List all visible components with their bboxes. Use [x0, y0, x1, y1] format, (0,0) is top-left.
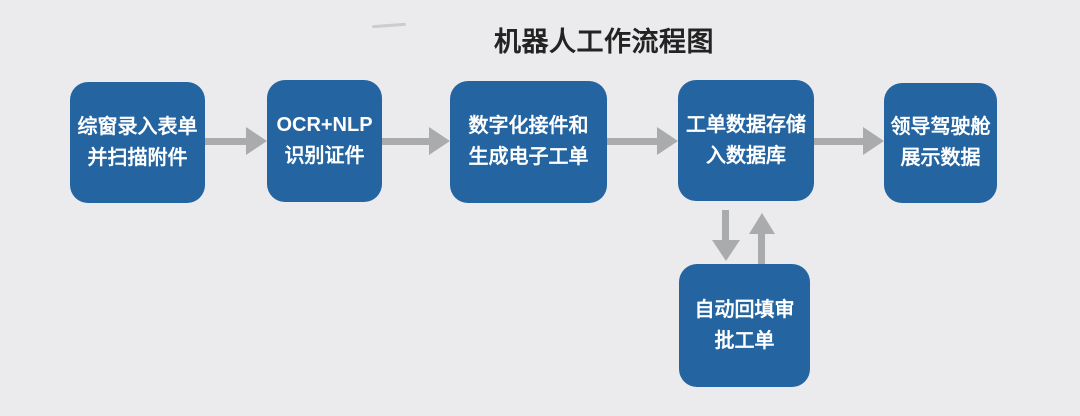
flow-node-auto-backfill: 自动回填审 批工单 [679, 264, 810, 387]
page-title: 机器人工作流程图 [494, 27, 714, 57]
arrow-head [712, 240, 740, 261]
flow-node-label-line: 入数据库 [706, 144, 786, 167]
arrow-shaft [814, 138, 864, 145]
flow-node-dashboard-display: 领导驾驶舱 展示数据 [884, 83, 997, 203]
flow-node-label-line: 自动回填审 [694, 298, 795, 321]
flow-node-label-line: 领导驾驶舱 [890, 116, 991, 138]
flow-node-label-line: 数字化接件和 [468, 115, 589, 137]
arrow-shaft [722, 210, 729, 241]
arrow-shaft [758, 233, 765, 264]
arrow-shaft [205, 138, 247, 145]
arrow-head [246, 127, 267, 155]
faint-smudge-mark [371, 22, 407, 29]
arrow-shaft [607, 138, 658, 145]
arrow-head [863, 127, 884, 155]
flow-node-label-line: 并扫描附件 [87, 146, 188, 169]
flow-node-label-line: OCR+NLP [276, 114, 373, 136]
flow-node-label-line: 展示数据 [900, 147, 981, 169]
arrow-shaft [382, 138, 430, 145]
flow-node-store-database: 工单数据存储 入数据库 [678, 80, 814, 201]
flow-node-label-line: 综窗录入表单 [77, 115, 198, 138]
flow-node-scan-form: 综窗录入表单 并扫描附件 [70, 82, 205, 203]
flow-node-ocr-nlp: OCR+NLP 识别证件 [267, 80, 382, 202]
flow-node-label-line: 工单数据存储 [686, 113, 806, 136]
arrow-head [749, 213, 775, 234]
flow-node-label-line: 批工单 [714, 329, 775, 352]
flow-node-digital-ticket: 数字化接件和 生成电子工单 [450, 81, 607, 203]
flow-node-label-line: 识别证件 [284, 145, 365, 167]
arrow-head [657, 127, 678, 155]
arrow-head [429, 127, 450, 155]
flow-node-label-line: 生成电子工单 [468, 146, 589, 168]
